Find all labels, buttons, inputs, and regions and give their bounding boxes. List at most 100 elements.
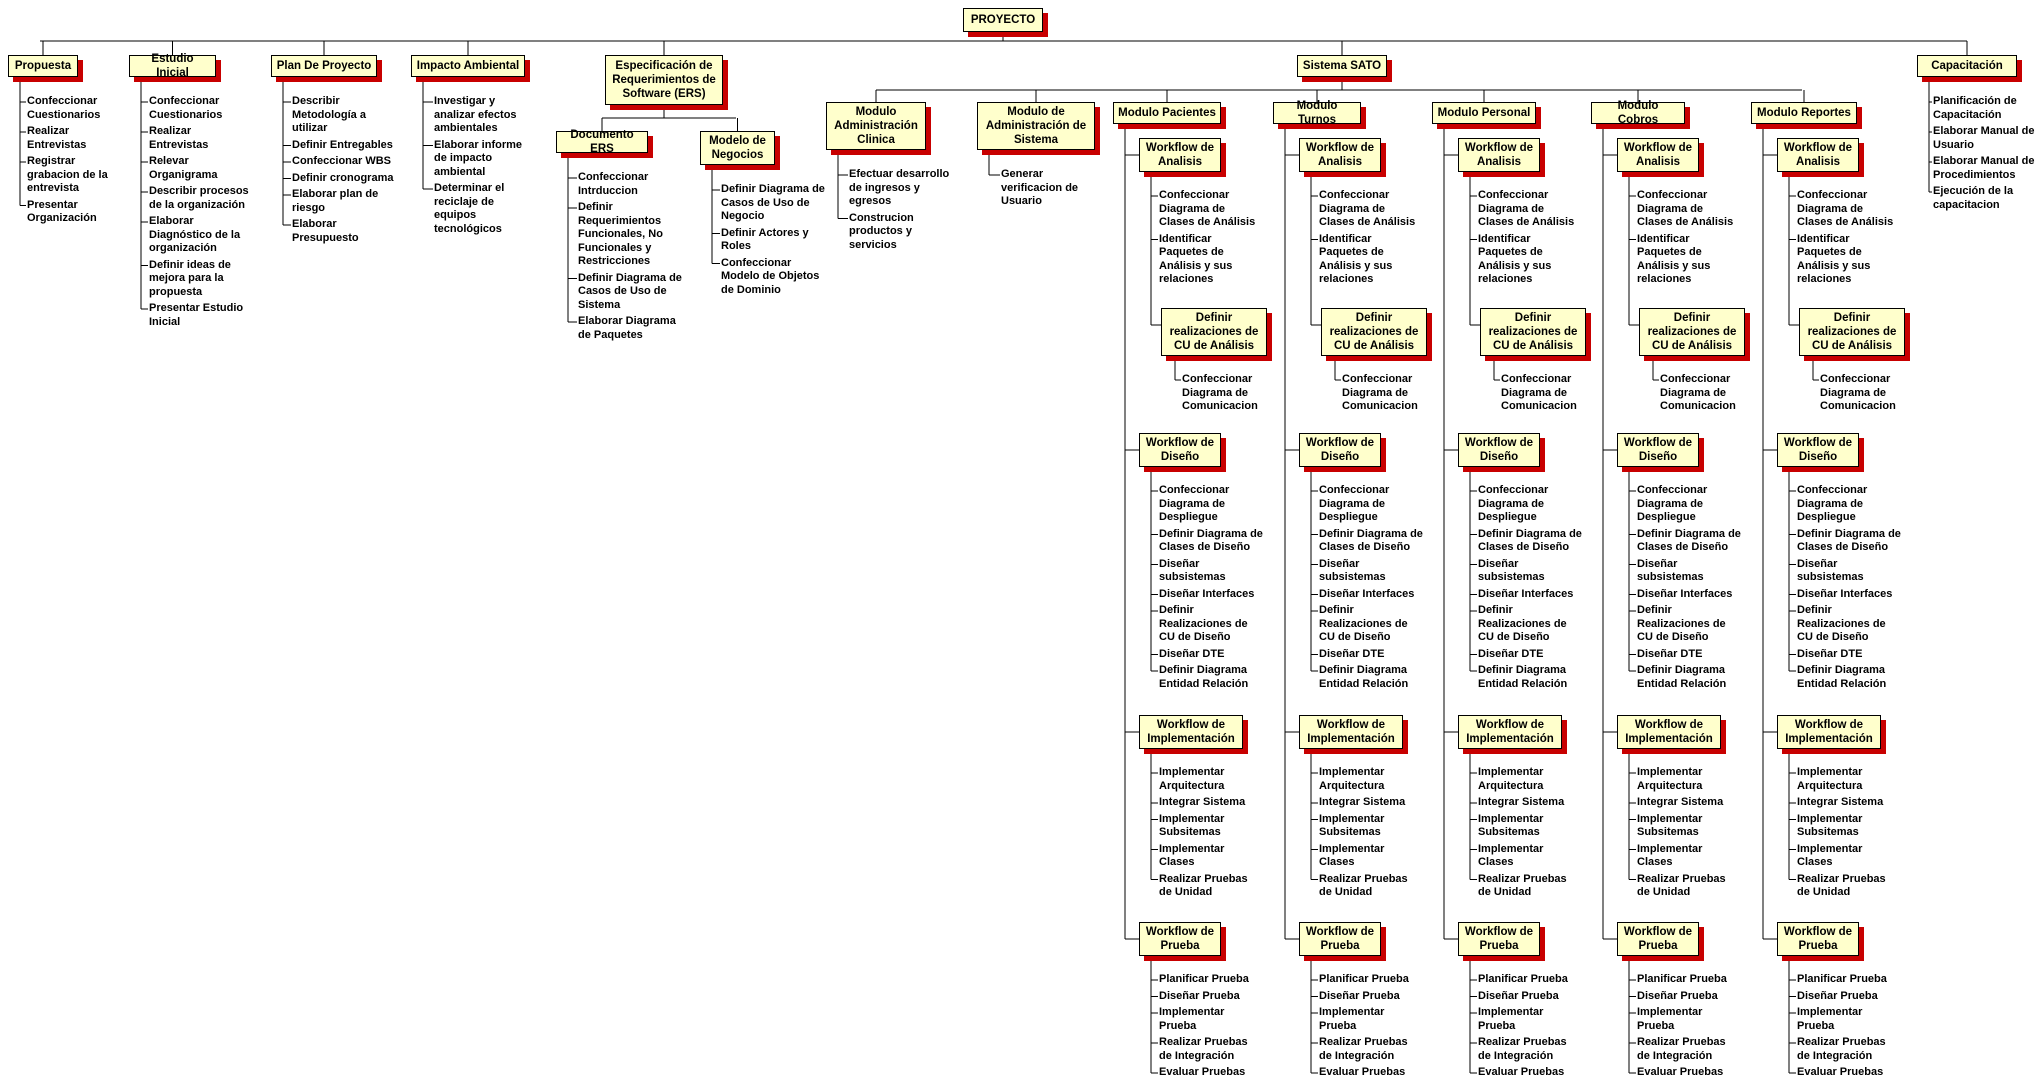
task-item: Integrar Sistema bbox=[1319, 796, 1406, 808]
phase-node[interactable]: Sistema SATO bbox=[1297, 55, 1387, 77]
root-node[interactable]: PROYECTO bbox=[963, 8, 1043, 32]
task-item: Diseñar Prueba bbox=[1797, 989, 1878, 1002]
phase-node[interactable]: Impacto Ambiental bbox=[411, 55, 525, 77]
task-item: Integrar Sistema bbox=[1637, 796, 1724, 808]
task-item: Diseñar Interfaces bbox=[1637, 587, 1733, 600]
task-item: Confeccionar WBS bbox=[292, 155, 392, 167]
module-node[interactable]: Modulo Pacientes bbox=[1113, 102, 1221, 124]
task-item: Diseñar Interfaces bbox=[1159, 587, 1255, 600]
task-item: Diseñar DTE bbox=[1159, 647, 1225, 660]
module-node[interactable]: Modulo Personal bbox=[1432, 102, 1536, 124]
phase-node[interactable]: Plan De Proyecto bbox=[271, 55, 377, 77]
task-item: Evaluar Pruebas bbox=[1319, 1066, 1406, 1078]
phase-node[interactable]: Capacitación bbox=[1917, 55, 2017, 77]
deliverable-node[interactable]: Documento ERS bbox=[556, 129, 648, 155]
module-node[interactable]: Modulo Turnos bbox=[1273, 100, 1361, 126]
task-item: Diseñar Prueba bbox=[1478, 989, 1559, 1002]
phase-node[interactable]: Estudio Inicial bbox=[129, 53, 216, 79]
task-item: Diseñar DTE bbox=[1797, 647, 1863, 660]
task-item: Diseñar DTE bbox=[1478, 647, 1544, 660]
task-item: Planificar Prueba bbox=[1319, 973, 1409, 985]
module-node[interactable]: Modulo Reportes bbox=[1751, 102, 1857, 124]
task-item: Diseñar DTE bbox=[1637, 647, 1703, 660]
task-item: Evaluar Pruebas bbox=[1478, 1066, 1565, 1078]
phase-node[interactable]: Propuesta bbox=[8, 55, 78, 77]
module-node[interactable]: Modulo Cobros bbox=[1591, 100, 1685, 126]
